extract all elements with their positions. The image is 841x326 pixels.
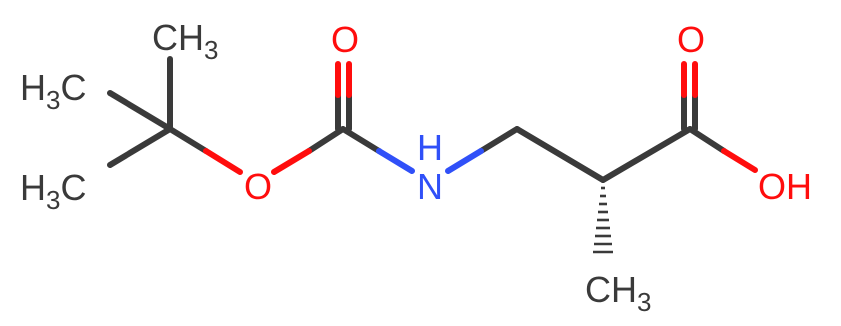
methyl-left-lower-main: H	[20, 167, 46, 208]
methyl-left-upper-main: H	[20, 67, 46, 108]
hashed-wedge-bond	[593, 186, 613, 254]
bond-c1-n-n	[376, 148, 415, 174]
methyl-left-lower-tail: C	[60, 167, 86, 208]
methyl-top-label: CH3	[152, 17, 218, 65]
bond-cq-methyl-left-lower	[107, 126, 173, 168]
carbonyl-oxygen-left-label: O	[331, 19, 359, 60]
carbonyl-oxygen-right-label: O	[677, 19, 705, 60]
bond-cooh-oh-o	[721, 148, 758, 173]
bond-oester-c1-o	[271, 148, 312, 175]
methyl-left-upper-label: H3C	[20, 67, 86, 115]
carbon-bonds	[107, 56, 727, 183]
ester-oxygen-label: O	[244, 166, 272, 207]
methyl-left-upper-sub: 3	[46, 85, 60, 115]
bond-c1-n-c	[340, 126, 382, 154]
oxygen-bond-halves	[203, 61, 758, 175]
bond-n-ch2-n	[445, 148, 484, 174]
bond-oester-c1-c	[306, 126, 346, 154]
methyl-left-lower-sub: 3	[46, 185, 60, 215]
methyl-left-lower-label: H3C	[20, 167, 86, 215]
bond-n-ch2-c	[478, 126, 520, 154]
methyl-left-upper-tail: C	[60, 67, 86, 108]
bond-cq-oester-o	[203, 148, 243, 175]
bond-ch2-ch	[514, 126, 606, 183]
methyl-bottom-sub: 3	[637, 287, 651, 317]
bond-cq-methyl-left-upper	[107, 90, 173, 132]
nitrogen-bond-halves	[376, 148, 484, 174]
bond-cq-oester-c	[167, 126, 209, 154]
amine-n-label: N	[417, 166, 443, 207]
hydroxyl-label: OH	[758, 166, 812, 207]
methyl-top-sub: 3	[204, 35, 218, 65]
amine-h-label: H	[417, 127, 443, 168]
methyl-top-main: CH	[152, 17, 204, 58]
bond-ch-cooh	[600, 126, 693, 183]
bond-cooh-oh-c	[687, 126, 727, 154]
methyl-bottom-label: CH3	[585, 269, 651, 317]
methyl-bottom-main: CH	[585, 269, 637, 310]
